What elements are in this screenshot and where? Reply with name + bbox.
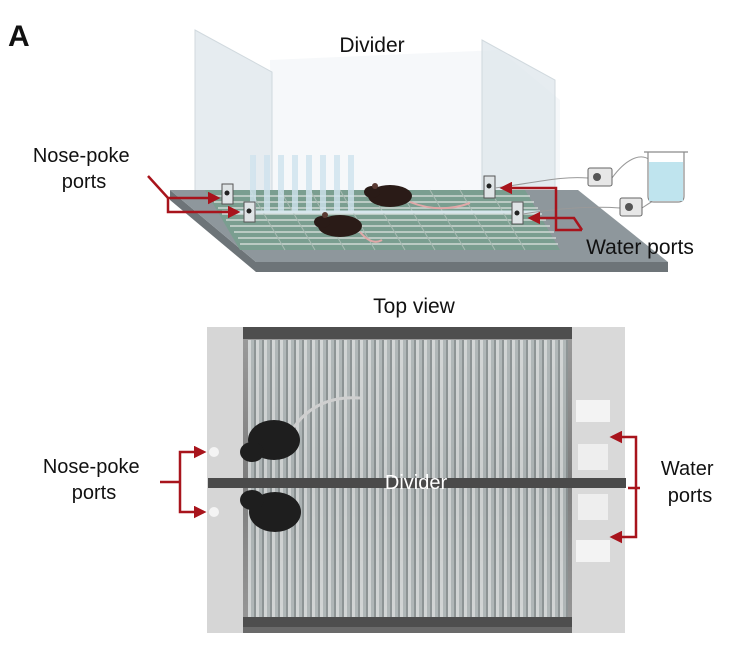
divider-label-photo: Divider [385, 472, 448, 494]
arrow-nose-poke-2 [166, 198, 241, 219]
photo-divider-bar [208, 478, 626, 488]
water-port-1-hole [486, 183, 492, 189]
nose-poke-port-1-hole [224, 190, 230, 196]
arrow-water-bottom-1 [609, 430, 638, 488]
water-ports-label-top: Water ports [586, 236, 694, 259]
arrow-water-bottom-2 [609, 488, 638, 544]
mouse-back [364, 183, 471, 210]
panel-label: A [8, 20, 30, 53]
nose-poke-label-bottom-line2: ports [72, 482, 116, 504]
pump-1 [587, 167, 613, 187]
nose-poke-port-2-hole [246, 208, 252, 214]
nose-poke-label-top: Nose-poke ports [33, 145, 135, 193]
arrow-water-2 [527, 211, 584, 231]
nose-poke-label-top-line2: ports [62, 171, 106, 193]
arrow-water-1 [499, 181, 582, 232]
nose-poke-label-top-line1: Nose-poke [33, 145, 130, 167]
photo-mouse-lower [240, 490, 301, 532]
water-ports-label-bottom-line2: ports [668, 485, 712, 507]
water-ports-label-bottom: Water ports [661, 458, 719, 507]
platform-side [170, 190, 668, 272]
divider-panel [250, 155, 354, 211]
photo-water-port-1a [576, 400, 610, 422]
photo-nose-poke-port-1 [209, 447, 219, 457]
photo-water-port-1b [578, 444, 608, 470]
nose-poke-label-bottom: Nose-poke ports [43, 456, 145, 504]
photo-water-port-2a [578, 494, 608, 520]
water-ports-label-bottom-line1: Water [661, 458, 714, 480]
top-view-photo: Divider [207, 327, 626, 633]
mouse-front [314, 212, 383, 243]
apparatus-schematic: Divider Nose-poke ports Water ports [33, 29, 694, 272]
photo-nose-poke-port-2 [209, 507, 219, 517]
arrow-nose-poke-bottom-2 [178, 482, 207, 519]
water-port-2-hole [514, 210, 520, 216]
photo-mouse-upper [240, 396, 361, 462]
pump-2 [619, 197, 643, 217]
photo-water-port-2b [576, 540, 610, 562]
arrow-nose-poke-bottom-1 [178, 445, 207, 482]
photo-top-rail [243, 327, 572, 339]
divider-label-top: Divider [339, 34, 404, 57]
water-reservoir [644, 151, 688, 203]
nose-poke-label-bottom-line1: Nose-poke [43, 456, 140, 478]
arrows-bottom [160, 430, 640, 544]
arrows-top [147, 175, 584, 232]
top-view-title: Top view [373, 295, 456, 318]
photo-bottom-rail [243, 617, 572, 627]
